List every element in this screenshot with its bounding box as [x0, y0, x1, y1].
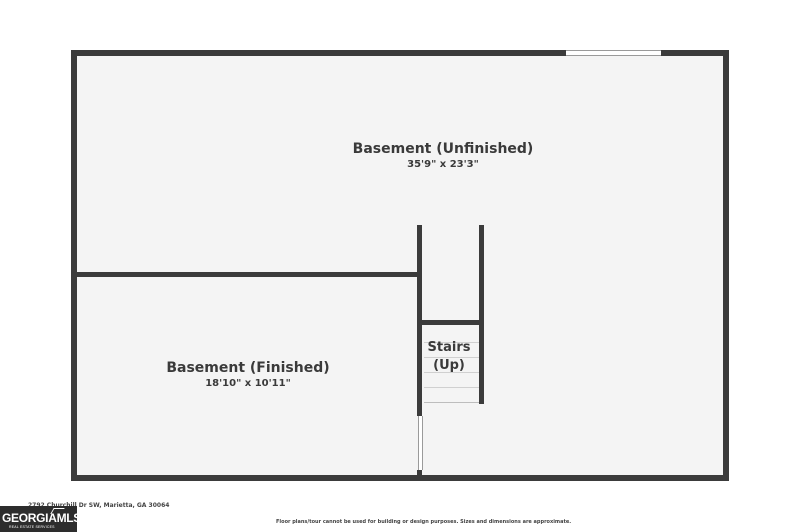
room-label-finished: Basement (Finished) 18'10" x 10'11"	[166, 360, 329, 391]
logo-text: GEORGIAMLS	[2, 511, 82, 525]
stair-step	[424, 342, 479, 343]
doorway	[418, 416, 423, 470]
wall-left	[71, 50, 77, 481]
stairs-name: Stairs	[427, 340, 471, 355]
room-label-stairs: Stairs (Up)	[428, 339, 471, 375]
wall-top	[71, 50, 729, 56]
window	[566, 50, 661, 56]
address-text: 2792 Churchill Dr SW, Marietta, GA 30064	[28, 502, 170, 509]
room-dimensions: 18'10" x 10'11"	[205, 378, 291, 389]
room-dimensions: 35'9" x 23'3"	[407, 159, 479, 170]
room-name: Basement (Unfinished)	[352, 141, 534, 157]
stair-step	[424, 387, 479, 388]
stair-step	[424, 357, 479, 358]
wall-bottom	[71, 475, 729, 481]
stairs-direction: (Up)	[433, 358, 465, 373]
floor-area	[76, 56, 724, 476]
stair-step	[424, 402, 479, 403]
disclaimer-text: Floor plans/tour cannot be used for buil…	[276, 519, 572, 525]
stair-wall-left-lower	[417, 470, 422, 476]
wall-interior-horizontal	[76, 272, 422, 277]
logo-subtext: REAL ESTATE SERVICES	[9, 525, 55, 529]
wall-right	[723, 50, 729, 481]
room-name: Basement (Finished)	[166, 360, 330, 376]
stair-step	[424, 372, 479, 373]
georgia-mls-logo: GEORGIAMLS REAL ESTATE SERVICES	[0, 506, 81, 532]
stair-wall-top	[422, 320, 480, 325]
stair-wall-left	[417, 225, 422, 416]
room-label-unfinished: Basement (Unfinished) 35'9" x 23'3"	[353, 141, 534, 172]
stair-wall-right	[479, 225, 484, 404]
